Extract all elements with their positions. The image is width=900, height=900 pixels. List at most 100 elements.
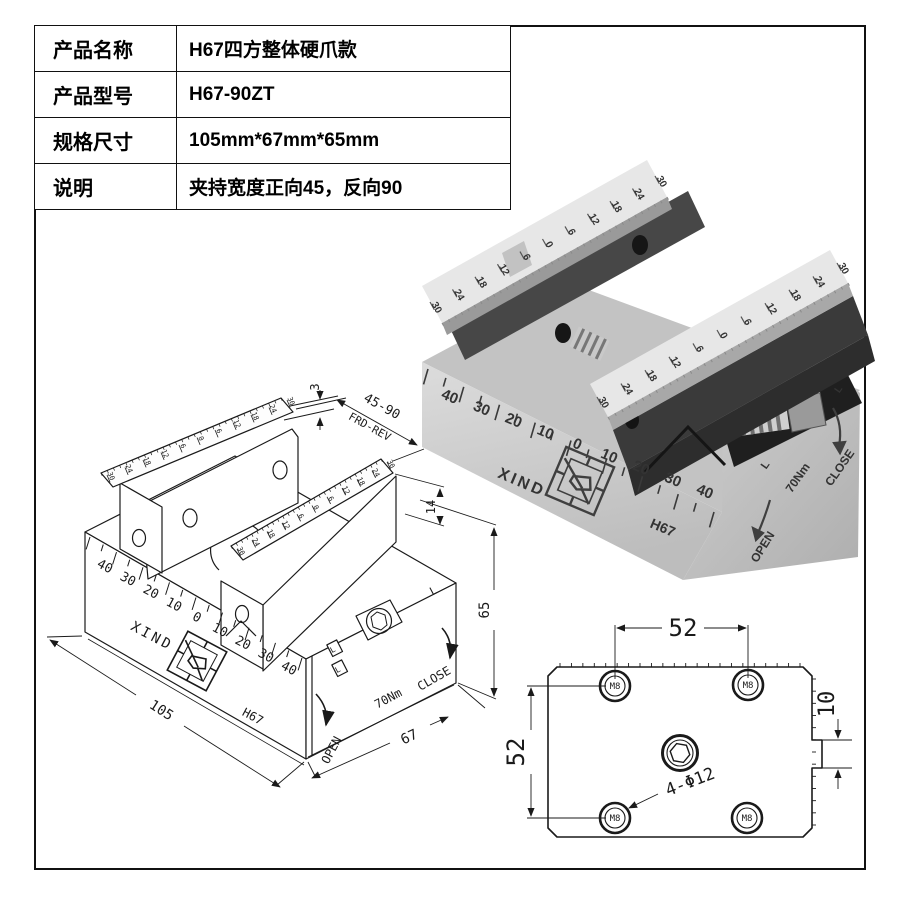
svg-text:18: 18 [474,275,489,290]
svg-text:40: 40 [94,557,115,578]
table-row: 产品名称 H67四方整体硬爪款 [34,25,511,72]
svg-text:12: 12 [668,355,683,370]
svg-text:24: 24 [250,537,261,548]
base-scale-ticks [86,537,302,670]
dim-52-v: 52 [502,738,530,767]
svg-text:12: 12 [496,262,511,277]
spec-label-note: 说明 [34,163,177,210]
svg-text:24: 24 [268,403,279,414]
spec-value-name: H67四方整体硬爪款 [176,25,511,72]
svg-text:6: 6 [296,513,305,520]
svg-text:24: 24 [124,463,135,474]
svg-text:0: 0 [543,240,556,251]
svg-text:10: 10 [163,595,184,616]
svg-text:30: 30 [471,398,493,420]
svg-text:40: 40 [278,659,299,680]
svg-text:6: 6 [520,252,533,263]
ruler-serration [607,282,850,420]
hole-thread: M8 [742,814,753,824]
photo-center-screw [569,326,610,361]
dim-3: 3 [308,383,322,390]
photo-plate-hole [632,235,648,255]
svg-text:18: 18 [265,528,276,539]
svg-text:30: 30 [286,396,297,407]
svg-text:18: 18 [142,456,153,467]
ruler-serration [441,196,669,326]
svg-text:40: 40 [439,386,461,408]
spec-label-name: 产品名称 [34,25,177,72]
ruler-number-ticks [107,400,290,482]
photo-plate-hole [555,323,571,343]
base-outline [548,667,822,837]
svg-text:30: 30 [117,569,138,590]
spec-label-model: 产品型号 [34,71,177,118]
dim-65: 65 [477,602,493,619]
dimension-lines [527,624,852,818]
table-row: 产品型号 H67-90ZT [34,71,511,118]
svg-text:30: 30 [429,300,444,315]
l-block [327,640,343,657]
svg-text:20: 20 [503,410,525,432]
edge-ticks [560,663,800,667]
center-hex-socket [670,744,690,763]
dim-105: 105 [146,697,176,724]
hole-thread: M8 [743,681,754,691]
l-block [332,660,348,677]
spec-value-size: 105mm*67mm*65mm [176,117,511,164]
svg-text:30: 30 [255,646,276,667]
jaw-v-notch [226,621,256,636]
dim-52-h: 52 [669,614,698,642]
svg-text:0: 0 [311,504,320,511]
photo-right-ruler-band [608,283,853,430]
svg-text:6: 6 [178,443,187,450]
svg-text:6: 6 [741,317,754,328]
svg-text:10: 10 [209,620,230,641]
jaw-hole [236,606,249,623]
svg-text:0: 0 [717,331,730,342]
dim-14: 14 [424,500,438,514]
ruler-serration [101,398,282,476]
svg-text:30: 30 [662,469,684,491]
ruler-number-ticks [237,462,391,556]
right-jaw-ruler [231,459,393,560]
svg-text:10: 10 [534,421,556,443]
svg-text:0: 0 [196,435,205,442]
svg-text:20: 20 [232,633,253,654]
photo-base-ticks [422,368,715,528]
table-row: 说明 夹持宽度正向45，反向90 [34,163,511,210]
svg-text:40: 40 [694,481,716,503]
photo-l-mark: L [833,384,846,395]
hex-bolt [367,609,392,634]
svg-text:30: 30 [385,459,396,470]
svg-text:24: 24 [451,288,466,303]
photo-direction-arrows [751,407,847,543]
photo-left-endcap [502,241,532,277]
right-jaw-face [221,581,263,669]
svg-text:30: 30 [596,395,611,410]
svg-text:30: 30 [106,471,117,482]
table-row: 规格尺寸 105mm*67mm*65mm [34,117,511,164]
photo-left-plate [448,191,705,360]
svg-text:12: 12 [764,301,779,316]
svg-text:18: 18 [355,476,366,487]
svg-text:24: 24 [620,382,635,397]
dim-67: 67 [398,727,420,749]
plate-hole [273,461,287,479]
spec-value-model: H67-90ZT [176,71,511,118]
plate-hole [183,509,197,527]
svg-text:12: 12 [586,212,601,227]
bolt-recess [356,600,402,640]
spec-value-note: 夹持宽度正向45，反向90 [176,163,511,210]
hole-thread: M8 [610,682,621,692]
base-right-face [306,583,456,759]
svg-text:12: 12 [340,485,351,496]
hex-bolt-head [371,612,387,630]
photo-jaw-v-notch [643,424,727,474]
jaw-hole [133,530,146,547]
dimension-lines [47,390,498,788]
